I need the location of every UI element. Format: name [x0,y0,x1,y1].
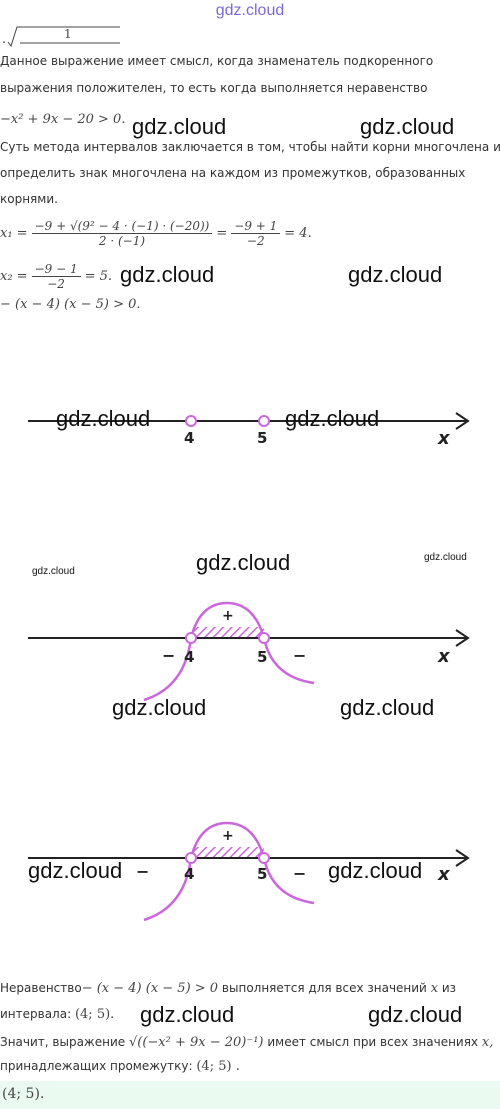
x1-fraction-1: −9 + √(9² − 4 · (−1) · (−20)) 2 · (−1) [31,219,213,248]
method-line-3: корнями. [0,192,58,206]
nl3-minus-right: − [293,864,307,883]
watermark: gdz.cloud [120,262,215,287]
concl-2-prefix: интервала: [0,1007,72,1021]
hatched-interval-2 [191,627,264,637]
nl2-plus-sign: + [222,608,234,624]
top-prefix: . [2,32,7,47]
open-point-4-b [185,632,197,644]
nl2-minus-left: − [162,646,176,665]
nl3-axis-label: x [438,864,450,885]
top-numerator: 1 [64,27,72,41]
concl-1-end: из [441,981,457,995]
nl3-label-4: 4 [184,865,195,883]
watermark: gdz.cloud [28,858,123,883]
x1-frac1-num: −9 + √(9² − 4 · (−1) · (−20)) [31,219,213,234]
nl1-axis-label: x [438,428,450,449]
answer-value: (4; 5). [2,1086,45,1102]
watermark: gdz.cloud [360,114,455,139]
top-radical-fraction: . 1 [2,24,132,50]
open-point-5 [258,415,270,427]
x1-fraction-2: −9 + 1 −2 [231,219,281,248]
watermark: gdz.cloud [348,262,443,287]
x1-label: x₁ = [0,225,28,241]
watermark: gdz.cloud [132,114,227,139]
method-line-2: определить знак многочлена на каждом из … [0,166,466,180]
x1-frac2-den: −2 [246,233,265,248]
intro-line-2: выражения положителен, то есть когда вып… [0,81,428,95]
watermark: gdz.cloud [56,406,151,431]
watermark: gdz.cloud [285,406,380,431]
x1-frac2-num: −9 + 1 [231,219,281,234]
factored-inequality: − (x − 4) (x − 5) > 0. [0,297,141,312]
radical-sign-icon [7,26,120,48]
conclusion-line-3: Значит, выражение √((−x² + 9x − 20)⁻¹) и… [0,1034,493,1051]
x2-formula: x₂ = −9 − 1 −2 = 5. [0,255,112,297]
x2-result: = 5. [84,268,113,284]
x2-frac-den: −2 [47,276,65,291]
number-line-3 [28,821,470,922]
concl-3-var: x, [481,1035,494,1050]
open-point-4 [185,415,197,427]
concl-2-math: (4; 5). [74,1007,115,1022]
inequality-1: −x² + 9x − 20 > 0. [0,112,126,127]
open-point-5-c [258,852,270,864]
concl-3-math: √((−x² + 9x − 20)⁻¹) [128,1035,264,1050]
watermark: gdz.cloud [328,858,423,883]
axis-arrow-2-icon [455,629,470,647]
watermark: gdz.cloud [32,566,75,577]
concl-1-prefix: Неравенство [0,981,82,995]
x2-frac-num: −9 − 1 [31,262,81,277]
number-line-1 [28,412,470,430]
nl2-minus-right: − [293,646,307,665]
conclusion-line-4: принадлежащих промежутку: (4; 5) . [0,1058,240,1075]
watermark: gdz.cloud [424,552,467,563]
nl1-label-5: 5 [257,429,268,447]
watermark: gdz.cloud [368,1002,463,1027]
x2-label: x₂ = [0,268,28,284]
nl3-label-5: 5 [257,865,268,883]
concl-1-math: − (x − 4) (x − 5) > 0 [81,981,219,996]
nl1-label-4: 4 [184,429,195,447]
sign-curve-2 [143,601,315,702]
nl3-plus-sign: + [222,828,234,844]
conclusion-line-1: Неравенство− (x − 4) (x − 5) > 0 выполня… [0,980,456,997]
concl-3-suffix: имеет смысл при всех значениях [267,1035,479,1049]
answer-bar: (4; 5). [0,1081,500,1109]
concl-1-var: x [430,981,439,996]
concl-3-prefix: Значит, выражение [0,1035,126,1049]
conclusion-line-2: интервала: (4; 5). [0,1006,114,1023]
watermark: gdz.cloud [112,695,207,720]
axis-arrow-3-icon [455,849,470,867]
hatched-interval-3 [191,847,264,857]
open-point-4-c [185,852,197,864]
x1-frac1-den: 2 · (−1) [98,233,146,248]
concl-4-math: (4; 5) . [196,1059,240,1074]
intro-line-1: Данное выражение имеет смысл, когда знам… [0,54,434,68]
sign-curve-3 [143,821,315,922]
method-line-1: Суть метода интервалов заключается в том… [0,140,500,154]
number-line-2 [28,601,470,702]
site-logo[interactable]: gdz.cloud [215,2,285,19]
concl-4-text: принадлежащих промежутку: [0,1059,193,1073]
x1-formula: x₁ = −9 + √(9² − 4 · (−1) · (−20)) 2 · (… [0,210,312,256]
open-point-5-b [258,632,270,644]
nl3-minus-left: − [136,862,150,881]
nl2-axis-label: x [438,646,450,667]
axis-arrow-1-icon [455,412,470,430]
watermark: gdz.cloud [140,1002,235,1027]
x1-result: = 4. [284,225,312,241]
x1-eq: = [216,225,228,241]
x2-fraction: −9 − 1 −2 [31,262,81,291]
watermark: gdz.cloud [340,695,435,720]
concl-1-suffix: выполняется для всех значений [221,981,427,995]
watermark: gdz.cloud [196,550,291,575]
nl2-label-5: 5 [257,648,268,666]
nl2-label-4: 4 [184,648,195,666]
